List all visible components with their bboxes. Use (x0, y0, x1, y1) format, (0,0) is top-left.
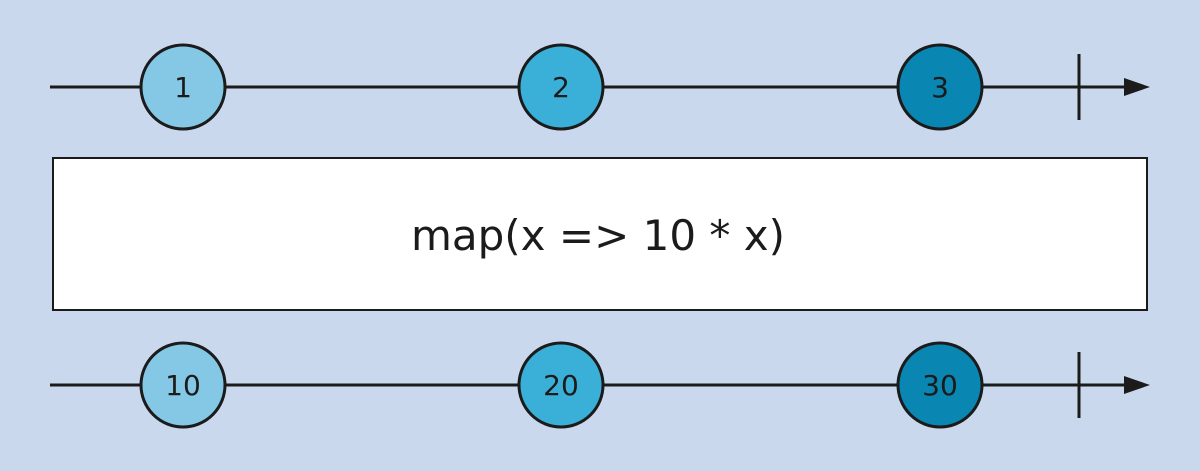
output-stream: 10 20 30 (50, 341, 1150, 429)
output-marble-2-circle (517, 341, 605, 429)
output-marble-2: 20 (517, 341, 605, 429)
operator-label: map(x => 10 * x) (411, 211, 785, 260)
operator-box-frame (52, 157, 1148, 311)
output-marble-1-circle (139, 341, 227, 429)
output-marble-2-label: 20 (543, 369, 579, 402)
input-marble-2: 2 (517, 43, 605, 131)
input-marble-2-label: 2 (552, 71, 570, 104)
input-timeline-arrowhead (1124, 78, 1150, 96)
input-marble-3-circle (896, 43, 984, 131)
input-marble-2-circle (517, 43, 605, 131)
output-marble-3-label: 30 (922, 369, 958, 402)
input-stream: 1 2 3 (50, 43, 1150, 131)
output-timeline-arrowhead (1124, 376, 1150, 394)
input-marble-3: 3 (896, 43, 984, 131)
input-marble-1: 1 (139, 43, 227, 131)
input-marble-1-label: 1 (174, 71, 192, 104)
output-marble-3: 30 (896, 341, 984, 429)
input-marble-1-circle (139, 43, 227, 131)
output-marble-1: 10 (139, 341, 227, 429)
output-marble-3-circle (896, 341, 984, 429)
input-marble-3-label: 3 (931, 71, 949, 104)
output-marble-1-label: 10 (165, 369, 201, 402)
operator-box: map(x => 10 * x) (52, 157, 1148, 311)
